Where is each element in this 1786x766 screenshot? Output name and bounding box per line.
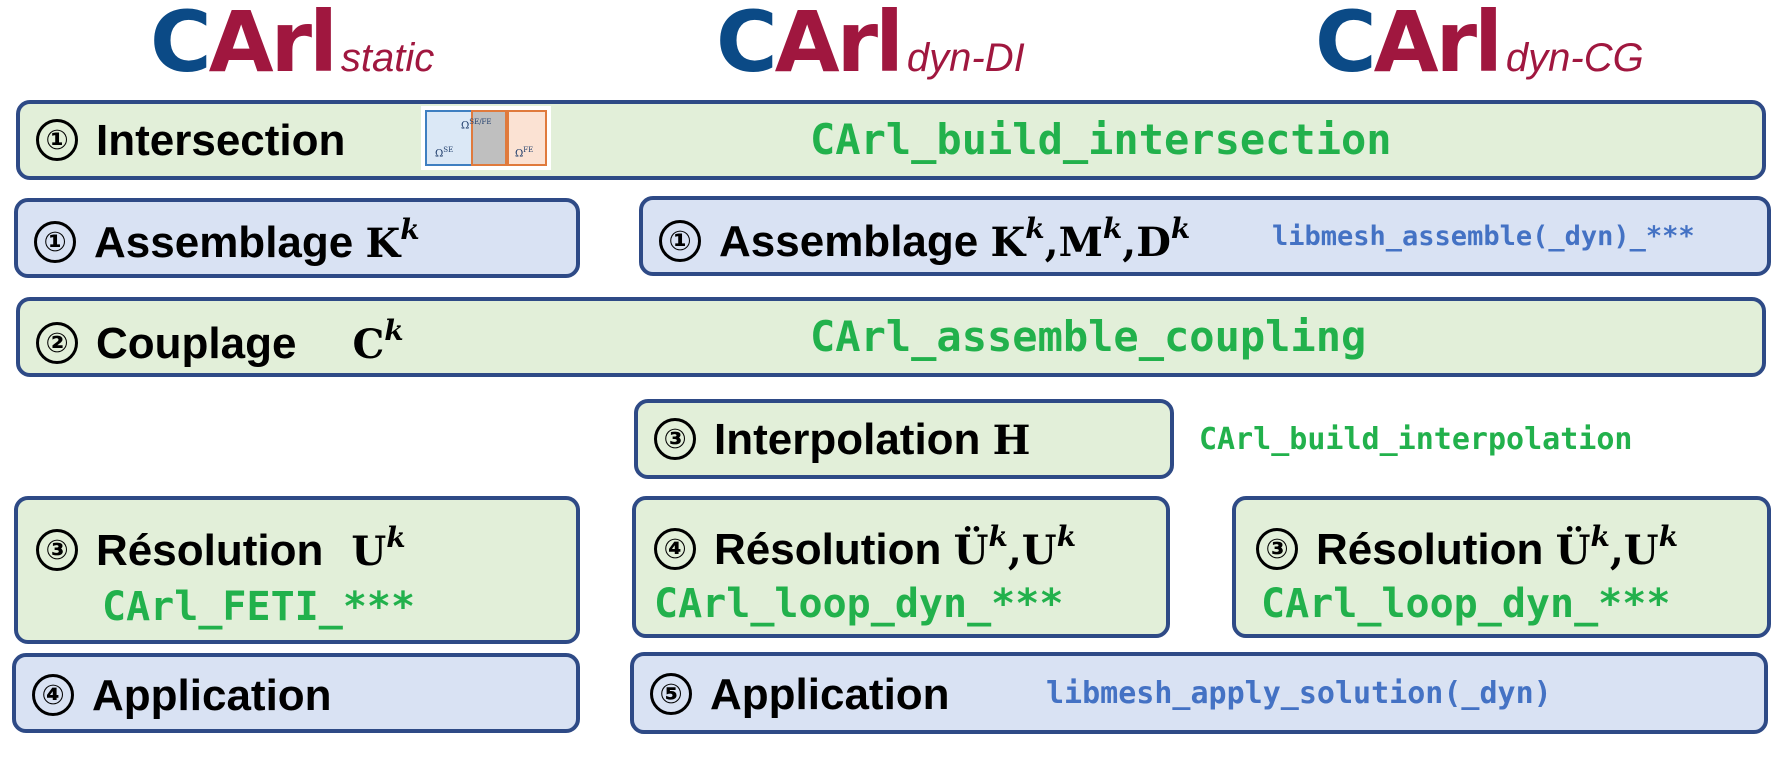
logo-c: C: [150, 0, 212, 91]
intersection-code: CArl_build_intersection: [810, 115, 1392, 164]
step-title: Résolution: [1316, 525, 1556, 574]
separator: ,: [1044, 219, 1059, 266]
assemblage-dyn-code: libmesh_assemble(_dyn)_***: [1272, 221, 1695, 252]
logo-rl: rl: [1435, 0, 1503, 91]
iteration-superscript: k: [400, 213, 420, 246]
iteration-superscript: k: [1102, 212, 1123, 245]
application-static-label: ④ Application: [32, 674, 332, 719]
logo-a: A: [1373, 0, 1439, 91]
domain-sefe-label: ΩSE/FE: [461, 118, 492, 132]
stiffness-matrix: K: [365, 220, 401, 267]
application-static-box: [12, 653, 580, 733]
interpolation-operator: H: [992, 417, 1031, 464]
displacement-vector: U: [1623, 527, 1659, 574]
iteration-superscript: k: [1025, 212, 1045, 245]
intersection-box: [16, 100, 1766, 180]
logo-c: C: [716, 0, 778, 91]
application-dyn-code: libmesh_apply_solution(_dyn): [1046, 676, 1552, 711]
assemblage-dyn-box: [639, 196, 1771, 276]
step-number: ③: [654, 418, 696, 461]
step-title: Résolution: [714, 525, 954, 574]
interpolation-code: CArl_build_interpolation: [1199, 422, 1633, 457]
resolution-di-box: [632, 496, 1170, 638]
assemblage-static-box: [14, 198, 580, 278]
acceleration-vector: Ü: [1555, 527, 1591, 574]
couplage-code: CArl_assemble_coupling: [810, 312, 1367, 361]
iteration-superscript: k: [1590, 520, 1610, 553]
displacement-vector: U: [1021, 527, 1057, 574]
resolution-static-code: CArl_FETI_***: [102, 584, 416, 630]
step-title: Assemblage: [94, 218, 366, 267]
assemblage-static-label: ① Assemblage Kk: [34, 216, 420, 266]
stiffness-matrix: K: [990, 219, 1026, 266]
step-number: ①: [36, 119, 78, 162]
iteration-superscript: k: [1658, 520, 1679, 553]
iteration-superscript: k: [1170, 212, 1191, 245]
step-number: ③: [1256, 528, 1298, 571]
resolution-cg-code: CArl_loop_dyn_***: [1261, 581, 1671, 627]
domain-fe: [507, 110, 547, 166]
step-title: Assemblage: [719, 217, 991, 266]
logo-c: C: [1315, 0, 1377, 91]
logo-rl: rl: [270, 0, 338, 91]
logo-rl: rl: [836, 0, 904, 91]
logo-a: A: [208, 0, 274, 91]
resolution-di-label: ④ Résolution Ük,Uk: [654, 523, 1076, 573]
resolution-static-label: ③ Résolution Uk: [36, 524, 406, 574]
couplage-box: [16, 297, 1766, 377]
logo-subtitle: dyn-CG: [1505, 36, 1644, 80]
domain-fe-label: ΩFE: [515, 146, 534, 160]
logo-subtitle: static: [340, 36, 435, 80]
step-number: ③: [36, 529, 78, 572]
iteration-superscript: k: [386, 521, 406, 554]
resolution-di-code: CArl_loop_dyn_***: [654, 581, 1064, 627]
acceleration-vector: Ü: [953, 527, 989, 574]
logo-subtitle: dyn-DI: [906, 36, 1025, 80]
logo-a: A: [774, 0, 840, 91]
iteration-superscript: k: [384, 314, 404, 347]
interpolation-label: ③ Interpolation H: [654, 418, 1030, 463]
step-number: ①: [659, 220, 701, 263]
intersection-label: ① Intersection: [36, 119, 345, 164]
damping-matrix: D: [1136, 219, 1171, 266]
step-number: ⑤: [650, 673, 692, 716]
step-title: Interpolation: [714, 415, 993, 464]
separator: ,: [1007, 527, 1022, 574]
step-number: ④: [32, 674, 74, 717]
mass-matrix: M: [1058, 219, 1103, 266]
intersection-domain-thumbnail: ΩSE ΩSE/FE ΩFE: [421, 106, 551, 170]
domain-se: [425, 110, 479, 166]
step-number: ②: [36, 322, 78, 365]
step-number: ④: [654, 528, 696, 571]
domain-overlap: [471, 110, 507, 166]
step-number: ①: [34, 221, 76, 264]
iteration-superscript: k: [1056, 520, 1077, 553]
iteration-superscript: k: [988, 520, 1008, 553]
separator: ,: [1122, 219, 1137, 266]
displacement-vector: U: [351, 528, 387, 575]
resolution-static-box: [14, 496, 580, 644]
step-title: Application: [92, 671, 332, 720]
couplage-label: ② Couplage Ck: [36, 317, 404, 367]
resolution-cg-label: ③ Résolution Ük,Uk: [1256, 523, 1678, 573]
interpolation-box: [634, 399, 1174, 479]
step-title: Résolution: [96, 526, 324, 575]
domain-se-label: ΩSE: [435, 146, 454, 160]
separator: ,: [1609, 527, 1624, 574]
step-title: Couplage: [96, 319, 297, 368]
application-dyn-box: [630, 652, 1768, 734]
coupling-matrix: C: [352, 321, 385, 368]
step-title: Application: [710, 670, 950, 719]
step-title: Intersection: [96, 116, 346, 165]
application-dyn-label: ⑤ Application: [650, 673, 950, 718]
resolution-cg-box: [1232, 496, 1771, 638]
